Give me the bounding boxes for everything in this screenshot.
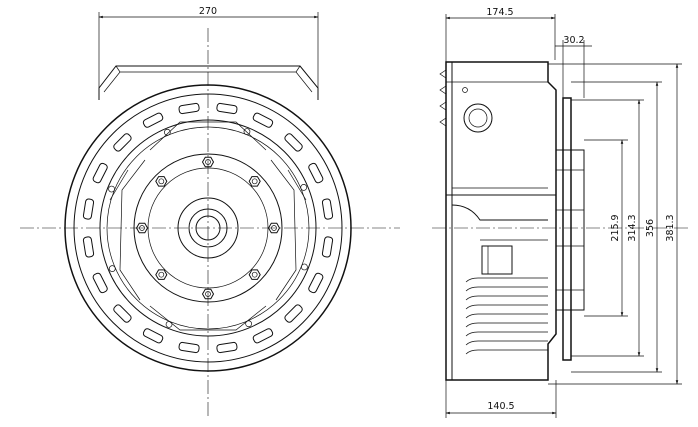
ventilation-slots bbox=[82, 102, 334, 354]
vent-slot bbox=[113, 133, 132, 152]
rim-bolt-hole bbox=[108, 185, 115, 193]
bolt-center bbox=[158, 271, 165, 278]
hex-bolt-icon bbox=[155, 269, 168, 280]
base-dimension: 140.5 bbox=[445, 380, 557, 418]
vent-slot bbox=[216, 102, 238, 115]
side-view: 174.5 30.2 bbox=[432, 7, 690, 418]
diameter-dimensions: 215.9 314.3 356 381.3 bbox=[548, 63, 682, 385]
hex-bolt-icon bbox=[155, 176, 168, 187]
vent-slot bbox=[308, 162, 324, 184]
cooling-fin bbox=[465, 295, 548, 301]
hex-bolt-icon bbox=[248, 176, 261, 187]
flange-plate bbox=[555, 97, 585, 361]
cable-gland bbox=[463, 103, 493, 133]
vent-slot bbox=[82, 198, 95, 220]
vent-slot bbox=[252, 112, 274, 128]
rim-bolt-hole bbox=[164, 128, 171, 136]
inner-rim bbox=[99, 119, 317, 337]
bolt-center bbox=[139, 225, 145, 231]
base-dimension-label: 140.5 bbox=[487, 401, 514, 412]
flange-dimension: 30.2 bbox=[555, 35, 592, 98]
vent-slot bbox=[321, 236, 334, 258]
bolt-center bbox=[271, 225, 277, 231]
shaft bbox=[195, 215, 221, 241]
vent-slot bbox=[178, 102, 200, 115]
cooling-fin bbox=[465, 304, 548, 310]
mounting-bolts bbox=[135, 156, 281, 300]
hex-bolt-icon bbox=[267, 222, 281, 234]
length-dimension: 174.5 bbox=[445, 7, 556, 80]
hex-bolt-icon bbox=[201, 288, 215, 300]
vent-slot bbox=[252, 328, 274, 344]
adapter-lug bbox=[481, 245, 513, 275]
vent-slot bbox=[142, 328, 164, 344]
vent-slot bbox=[284, 133, 303, 152]
cooling-fin bbox=[465, 286, 548, 292]
bolt-center bbox=[205, 291, 211, 297]
diam1-label: 215.9 bbox=[610, 214, 621, 241]
internal-webs bbox=[109, 121, 307, 331]
hex-bolt-icon bbox=[135, 222, 149, 234]
inner-rim-2 bbox=[106, 126, 310, 330]
housing-rim bbox=[73, 93, 343, 363]
hex-bolt-icon bbox=[248, 269, 261, 280]
cooling-fin bbox=[465, 313, 548, 319]
hub-outer bbox=[177, 197, 239, 259]
cooling-fin bbox=[465, 322, 548, 328]
bolt-center bbox=[158, 178, 165, 185]
cooling-fin bbox=[465, 331, 548, 337]
rim-bolts bbox=[108, 128, 308, 328]
length-dimension-label: 174.5 bbox=[486, 7, 513, 18]
bolt-center bbox=[205, 159, 211, 165]
cooling-fins bbox=[465, 277, 548, 355]
vent-slot bbox=[82, 236, 95, 258]
cooling-fin bbox=[465, 277, 548, 283]
vent-slot bbox=[142, 112, 164, 128]
rim-bolt-hole bbox=[165, 321, 173, 328]
vent-slot bbox=[284, 304, 303, 323]
vent-slot bbox=[321, 198, 334, 220]
vent-slot bbox=[92, 162, 108, 184]
diam4-label: 381.3 bbox=[665, 214, 676, 241]
cooling-fin bbox=[465, 340, 548, 346]
vent-slot bbox=[308, 272, 324, 294]
rim-bolt-hole bbox=[108, 265, 116, 272]
hex-bolt-icon bbox=[201, 156, 215, 168]
cooling-fin bbox=[465, 349, 548, 355]
rim-bolt-hole bbox=[300, 184, 308, 191]
width-dimension: 270 bbox=[98, 6, 319, 100]
vent-slot bbox=[178, 341, 200, 354]
diam3-label: 356 bbox=[645, 219, 656, 237]
bolt-center bbox=[251, 271, 258, 278]
vent-slot bbox=[113, 304, 132, 323]
rim-bolt-hole bbox=[245, 320, 252, 328]
vent-slot bbox=[216, 341, 238, 354]
diam2-label: 314.3 bbox=[627, 214, 638, 241]
terminal-box bbox=[98, 65, 319, 100]
hub-middle bbox=[188, 208, 228, 248]
bolt-center bbox=[251, 178, 258, 185]
bearing-shield bbox=[133, 153, 283, 303]
flange-dimension-label: 30.2 bbox=[563, 35, 584, 46]
vent-slot bbox=[92, 272, 108, 294]
outer-housing-circle bbox=[64, 84, 352, 372]
rim-bolt-hole bbox=[243, 128, 251, 135]
front-view: 270 bbox=[20, 6, 400, 416]
generator-body bbox=[439, 61, 557, 381]
rim-bolt-hole bbox=[301, 263, 308, 271]
width-dimension-label: 270 bbox=[199, 6, 217, 17]
